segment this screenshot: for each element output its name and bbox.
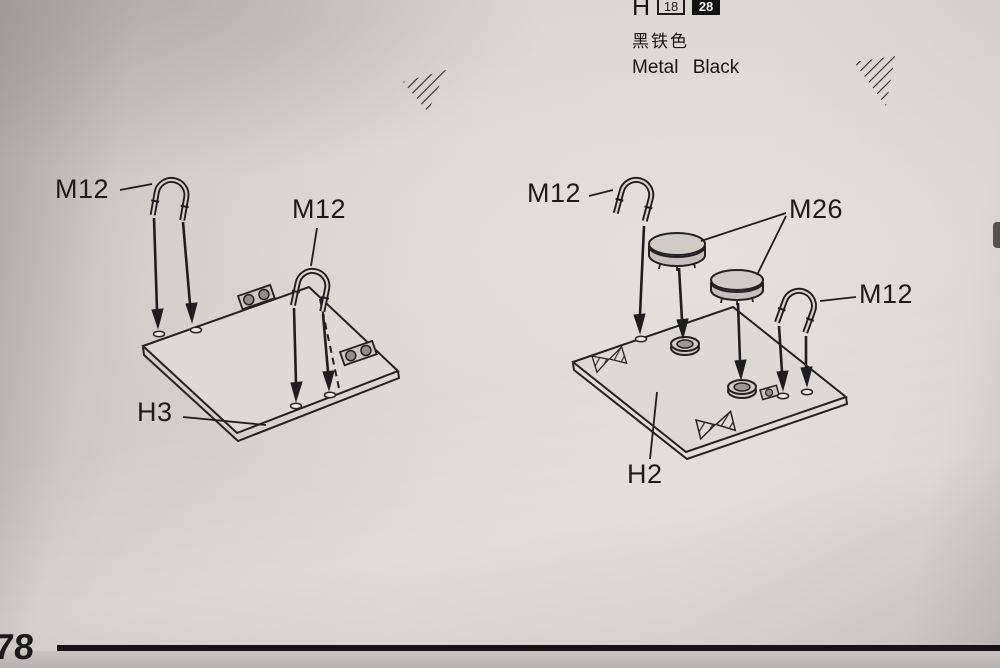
mounting-hole xyxy=(189,326,203,334)
leader-line xyxy=(119,183,318,426)
left-plate-h3 xyxy=(141,283,401,443)
part-label-m12: M12 xyxy=(859,279,914,309)
assembly-arrow xyxy=(633,225,813,392)
m12-handle xyxy=(774,287,817,334)
page-number: 78 xyxy=(0,626,36,667)
mounting-hole xyxy=(152,330,166,338)
mounting-hole xyxy=(289,402,303,410)
dome-cap-m26 xyxy=(648,232,706,271)
mounting-hole xyxy=(634,335,648,343)
photo-edge-notch xyxy=(993,222,1000,248)
mounting-hole xyxy=(800,388,814,396)
bracket-detail xyxy=(694,409,737,441)
bracket-detail xyxy=(591,345,628,374)
hinge-bracket xyxy=(338,339,378,367)
m12-handle xyxy=(149,176,190,221)
socket-ring xyxy=(727,379,757,399)
part-label-m12: M12 xyxy=(55,174,110,204)
hatch-mark-icon xyxy=(854,56,895,106)
part-label-m26: M26 xyxy=(789,194,844,224)
paint-name-chinese: 黑铁色 xyxy=(632,32,689,51)
dome-cap-m26 xyxy=(710,269,764,305)
part-label-m12: M12 xyxy=(527,178,582,208)
right-plate-h2 xyxy=(570,305,849,461)
socket-ring xyxy=(670,336,700,356)
assembly-arrow xyxy=(151,217,198,330)
paint-code-chip-outlined: 18 xyxy=(657,0,686,15)
paint-callout: H 18 28 黑铁色 Metal Black xyxy=(632,0,739,79)
m12-handle xyxy=(612,176,655,222)
m12-handle xyxy=(289,268,331,313)
leader-line xyxy=(588,189,857,460)
assembly-arrow xyxy=(290,307,335,403)
mounting-hole xyxy=(776,392,790,400)
mounting-hole xyxy=(323,391,337,399)
bracket-detail xyxy=(759,384,781,401)
hinge-bracket xyxy=(236,283,276,311)
paint-series-letter: H xyxy=(632,0,651,21)
page-bottom-rule xyxy=(57,645,1000,651)
part-label-m12: M12 xyxy=(292,194,347,224)
paint-name-english: Metal Black xyxy=(632,57,740,78)
paint-code-chip-filled: 28 xyxy=(692,0,721,15)
hatch-mark-icon xyxy=(403,70,446,112)
part-label-h2: H2 xyxy=(627,459,663,489)
part-label-h3: H3 xyxy=(137,397,173,427)
